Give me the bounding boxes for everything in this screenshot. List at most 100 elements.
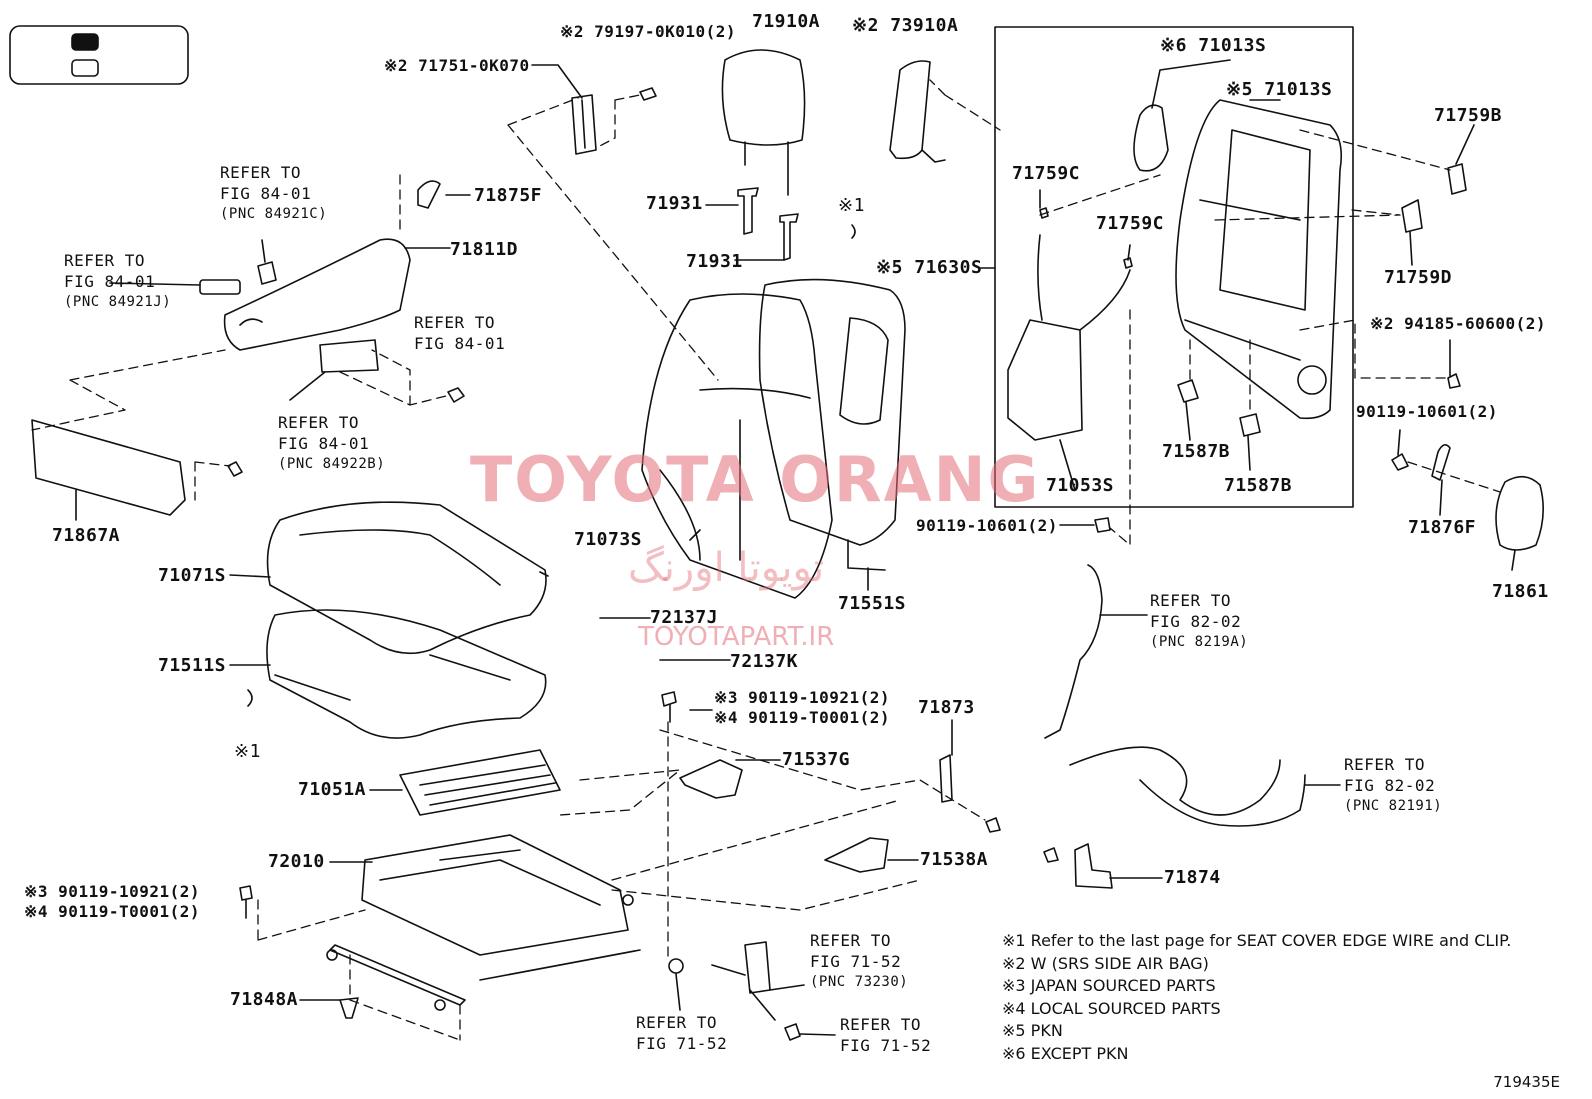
- label-71751[interactable]: ※2 71751-0K070: [384, 56, 530, 75]
- label-71875f[interactable]: 71875F: [474, 185, 543, 206]
- airbag-bracket: [571, 94, 597, 155]
- label-note1-left[interactable]: ※1: [234, 741, 261, 762]
- headrest-support-b: [779, 213, 799, 261]
- bracket-71537g: [679, 759, 743, 799]
- figure-number: 719435E: [1493, 1073, 1560, 1091]
- bracket-71873: [939, 754, 953, 803]
- ref-82191: REFER TO FIG 82-02 (PNC 82191): [1344, 754, 1442, 817]
- headrest: [721, 49, 806, 196]
- legend-note-4: ※4 LOCAL SOURCED PARTS: [1002, 998, 1221, 1018]
- front-cover: [31, 419, 186, 516]
- label-294185[interactable]: ※2 94185-60600(2): [1370, 314, 1547, 333]
- label-71051a[interactable]: 71051A: [298, 779, 367, 800]
- variant-badge: [9, 25, 189, 85]
- label-90119-10601-mid[interactable]: 90119-10601(2): [916, 516, 1058, 535]
- watermark-url: TOYOTAPART.IR: [638, 622, 835, 652]
- ref-84922b: REFER TO FIG 84-01 (PNC 84922B): [278, 412, 385, 475]
- label-71867a[interactable]: 71867A: [52, 525, 121, 546]
- label-71874[interactable]: 71874: [1164, 867, 1221, 888]
- label-90119-10921-center[interactable]: ※3 90119-10921(2): [714, 688, 891, 707]
- label-71013s-pkn[interactable]: ※5 71013S: [1226, 79, 1333, 100]
- label-71537g[interactable]: 71537G: [782, 749, 851, 770]
- ref-pnc: (PNC 84921J): [64, 294, 172, 310]
- lumbar-motor: [1133, 104, 1169, 172]
- label-71931-b[interactable]: 71931: [686, 251, 743, 272]
- ref-line[interactable]: FIG 71-52: [810, 952, 902, 971]
- ref-71-52-left: REFER TO FIG 71-52: [636, 1012, 727, 1054]
- label-71587b-a[interactable]: 71587B: [1162, 441, 1231, 462]
- label-73910a[interactable]: ※2 73910A: [852, 15, 959, 36]
- ref-line[interactable]: FIG 84-01: [414, 334, 506, 353]
- label-71071s[interactable]: 71071S: [158, 565, 227, 586]
- ref-line[interactable]: FIG 84-01: [278, 434, 370, 453]
- ref-line: REFER TO: [278, 413, 360, 432]
- seatback-cover: [641, 293, 833, 599]
- label-79197[interactable]: ※2 79197-0K010(2): [560, 22, 737, 41]
- label-71511s[interactable]: 71511S: [158, 655, 227, 676]
- label-71811d[interactable]: 71811D: [450, 239, 519, 260]
- lumbar-support: [1007, 319, 1083, 441]
- cover-71876f: [1431, 444, 1451, 481]
- label-71910a[interactable]: 71910A: [752, 11, 821, 32]
- frame-group-box: [994, 26, 1354, 508]
- legend-note-5: ※5 PKN: [1002, 1021, 1063, 1040]
- ref-line: REFER TO: [1344, 755, 1426, 774]
- ref-line[interactable]: FIG 82-02: [1150, 612, 1242, 631]
- label-71931-a[interactable]: 71931: [646, 193, 703, 214]
- legend-note-3: ※3 JAPAN SOURCED PARTS: [1002, 976, 1216, 995]
- bracket-71874: [1074, 843, 1113, 889]
- label-note1-top[interactable]: ※1: [838, 195, 865, 216]
- label-71538a[interactable]: 71538A: [920, 849, 989, 870]
- seatbelt-buckle: [744, 941, 771, 994]
- label-71759c-a[interactable]: 71759C: [1012, 163, 1081, 184]
- label-71073s[interactable]: 71073S: [574, 529, 643, 550]
- label-90119-10601-right[interactable]: 90119-10601(2): [1356, 402, 1498, 421]
- label-71013s-except-pkn[interactable]: ※6 71013S: [1160, 35, 1267, 56]
- ref-pnc: (PNC 82191): [1344, 798, 1443, 814]
- label-90119-t0001-left[interactable]: ※4 90119-T0001(2): [24, 902, 201, 921]
- ref-line[interactable]: FIG 84-01: [64, 272, 156, 291]
- label-72137k[interactable]: 72137K: [730, 651, 799, 672]
- ref-line[interactable]: FIG 82-02: [1344, 776, 1436, 795]
- label-71759d[interactable]: 71759D: [1384, 267, 1453, 288]
- ref-line[interactable]: FIG 71-52: [840, 1036, 932, 1055]
- ref-line: REFER TO: [840, 1015, 922, 1034]
- ref-line[interactable]: FIG 84-01: [220, 184, 312, 203]
- ref-pnc: (PNC 73230): [810, 974, 909, 990]
- label-90119-t0001-center[interactable]: ※4 90119-T0001(2): [714, 708, 891, 727]
- ref-84921c: REFER TO FIG 84-01 (PNC 84921C): [220, 162, 327, 225]
- label-71848a[interactable]: 71848A: [230, 989, 299, 1010]
- notes-legend: ※1 Refer to the last page for SEAT COVER…: [1002, 930, 1511, 1065]
- ref-pnc: (PNC 8219A): [1150, 634, 1249, 650]
- label-90119-10921-left[interactable]: ※3 90119-10921(2): [24, 882, 201, 901]
- label-71873[interactable]: 71873: [918, 697, 975, 718]
- label-71630s[interactable]: ※5 71630S: [876, 257, 983, 278]
- ref-84921j: REFER TO FIG 84-01 (PNC 84921J): [64, 250, 171, 313]
- watermark-title: TOYOTA ORANG: [470, 443, 1041, 516]
- seat-spring: [399, 749, 561, 816]
- label-71759b[interactable]: 71759B: [1434, 105, 1503, 126]
- ref-line[interactable]: FIG 71-52: [636, 1034, 728, 1053]
- seatback-pad: [758, 278, 906, 546]
- label-71876f[interactable]: 71876F: [1408, 517, 1477, 538]
- ref-pnc: (PNC 84922B): [278, 456, 386, 472]
- wire-harness-lower: [1069, 746, 1306, 827]
- label-71551s[interactable]: 71551S: [838, 593, 907, 614]
- label-71587b-b[interactable]: 71587B: [1224, 475, 1293, 496]
- cushion-cover: [266, 501, 547, 655]
- side-airbag: [889, 60, 931, 160]
- bracket-71538a: [824, 837, 889, 873]
- headrest-support-a: [737, 187, 759, 235]
- label-72010[interactable]: 72010: [268, 851, 325, 872]
- clip-71759b: [1447, 163, 1467, 195]
- label-71861[interactable]: 71861: [1492, 581, 1549, 602]
- knob-71861: [1495, 475, 1544, 551]
- ref-line: REFER TO: [810, 931, 892, 950]
- legend-note-1: ※1 Refer to the last page for SEAT COVER…: [1002, 931, 1512, 950]
- label-71053s[interactable]: 71053S: [1046, 475, 1115, 496]
- label-71759c-b[interactable]: 71759C: [1096, 213, 1165, 234]
- wire-harness-upper: [1044, 564, 1103, 739]
- legend-note-6: ※6 EXCEPT PKN: [1002, 1043, 1129, 1063]
- label-72137j[interactable]: 72137J: [650, 607, 719, 628]
